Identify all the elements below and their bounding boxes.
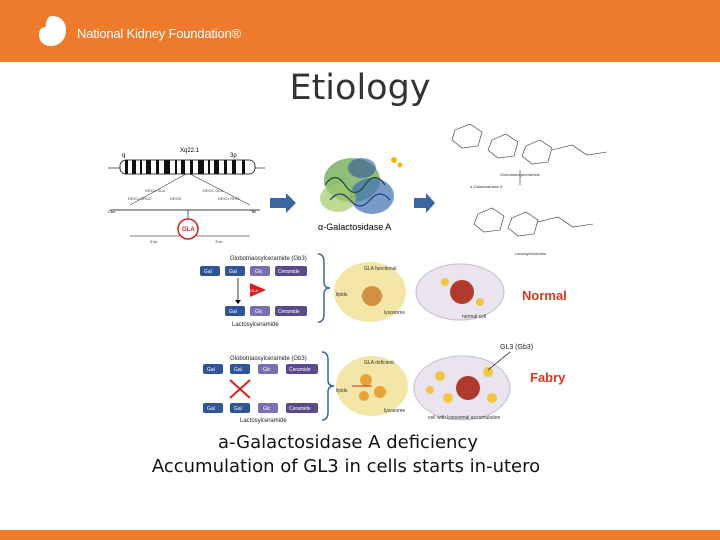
svg-text:Cen: Cen [108,209,115,214]
svg-text:Glc: Glc [263,406,271,412]
svg-text:Lactosylceramide: Lactosylceramide [240,418,287,424]
svg-text:GLA: GLA [250,288,258,293]
svg-text:Gal: Gal [207,367,215,373]
chromosome-diagram: Xq22.1 q 3p DRG1 GLA DRG1 GLA DRG1 DRG2 DR… [108,148,265,244]
svg-text:Tel: Tel [251,209,256,214]
reaction-scheme [451,123,608,237]
caption-line-1: a-Galactosidase A deficiency [218,432,478,453]
svg-text:Gal: Gal [234,406,242,412]
svg-text:Lactosylceramide: Lactosylceramide [515,251,547,256]
kidney-logo-icon [38,16,67,46]
svg-text:Gal: Gal [229,269,237,275]
svg-text:Glc: Glc [255,309,263,315]
svg-text:q: q [122,153,125,159]
svg-text:GLA functional: GLA functional [364,266,397,272]
svg-text:Ceramide: Ceramide [289,367,311,373]
svg-text:Ceramide: Ceramide [278,269,300,275]
fabry-label: Fabry [530,370,566,385]
svg-text:lysosome: lysosome [384,408,405,414]
caption-line-2: Accumulation of GL3 in cells starts in-u… [151,456,541,477]
svg-text:Glc: Glc [263,367,271,373]
svg-text:Gal: Gal [234,367,242,373]
svg-text:Gal: Gal [229,309,237,315]
svg-text:α-Galactosidase A: α-Galactosidase A [470,184,503,189]
svg-text:DRG1 DRG2: DRG1 DRG2 [128,196,152,201]
svg-text:DRG1 GLA: DRG1 GLA [145,188,166,193]
svg-text:Gal: Gal [207,406,215,412]
svg-text:cell with lysosomal accumulati: cell with lysosomal accumulation [428,415,500,421]
svg-text:DRG5: DRG5 [170,196,182,201]
normal-label: Normal [522,288,567,303]
svg-text:Globotriaosylceramide: Globotriaosylceramide [500,172,541,177]
arrow-enzyme-to-reaction [414,193,435,213]
svg-text:Globotriaosylceramide (Gb3): Globotriaosylceramide (Gb3) [230,356,307,362]
svg-text:GLA deficient: GLA deficient [364,360,394,366]
footer-bar [0,530,720,540]
svg-text:Lactosylceramide: Lactosylceramide [232,322,279,328]
svg-text:lipids: lipids [336,388,348,394]
svg-text:normal cell: normal cell [462,314,486,320]
svg-text:5'utr: 5'utr [150,239,158,244]
enzyme-label: α-Galactosidase A [318,222,391,232]
header-bar: National Kidney Foundation® [0,0,720,62]
fabry-pathway: Globotriaosylceramide (Gb3) Gal Gal Glc … [203,344,566,424]
gene-name: GLA [182,227,195,233]
logo-text: National Kidney Foundation® [77,26,241,41]
normal-gb3-title: Globotriaosylceramide (Gb3) [230,256,307,262]
svg-text:DRG1 RHO: DRG1 RHO [218,196,239,201]
gene-band-label: Xq22.1 [180,148,200,154]
svg-text:DRG1 GLA: DRG1 GLA [203,188,224,193]
svg-text:3p: 3p [230,153,237,159]
svg-text:3'utr: 3'utr [215,239,223,244]
arrow-gene-to-enzyme [270,193,296,213]
svg-text:Glc: Glc [255,269,263,275]
normal-pathway: Globotriaosylceramide (Gb3) Gal Gal Glc … [200,253,567,328]
svg-text:lysosome: lysosome [384,310,405,316]
gl3-label: GL3 (Gb3) [500,344,533,351]
svg-text:Gal: Gal [204,269,212,275]
svg-text:lipids: lipids [336,292,348,298]
svg-text:Ceramide: Ceramide [289,406,311,412]
svg-text:Ceramide: Ceramide [278,309,300,315]
enzyme-structure [320,157,403,214]
slide-title: Etiology [289,68,431,108]
